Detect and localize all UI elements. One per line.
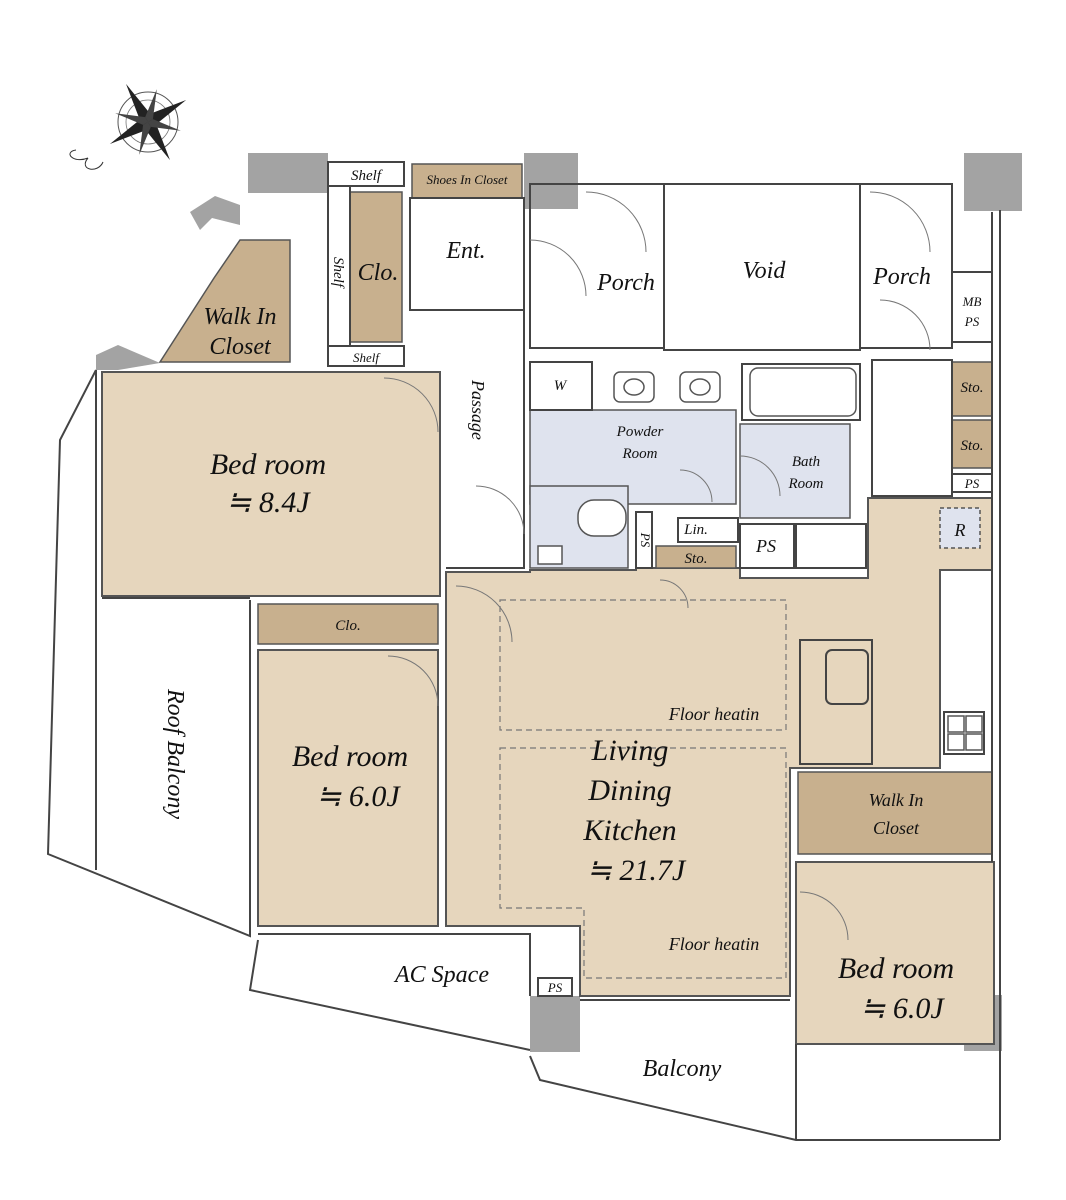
bedroom-w-size: ≒ 6.0J	[316, 780, 401, 813]
storage-3-label: Sto.	[685, 551, 708, 567]
shelf-side-label: Shelf	[330, 257, 346, 289]
door-swings	[383, 191, 931, 941]
bedroom-8-4-area	[101, 371, 441, 597]
porch-left-label: Porch	[596, 270, 655, 296]
closet-mid-label: Clo.	[335, 618, 360, 634]
ps-small-3-label: PS	[547, 980, 563, 995]
walk-in-closet-nw-line-2: Closet	[209, 334, 272, 360]
powder-room-line-2: Room	[622, 446, 658, 462]
shoes-in-closet-label: Shoes In Closet	[427, 172, 508, 187]
closet-top-label: Clo.	[358, 260, 399, 286]
shelf-top-label: Shelf	[351, 168, 383, 184]
ps-box-label: PS	[755, 536, 776, 556]
powder-room-line-1: Powder	[616, 424, 664, 440]
shelf-bottom-label: Shelf	[353, 350, 381, 365]
bedroom-6-0-west-area	[257, 649, 439, 927]
storage-1-label: Sto.	[961, 380, 984, 396]
balcony-label: Balcony	[643, 1056, 722, 1082]
linen-label: Lin.	[683, 522, 708, 538]
storage-2-label: Sto.	[961, 438, 984, 454]
fixtures	[537, 367, 983, 751]
passage-label: Passage	[468, 379, 488, 440]
roof-balcony-label: Roof Balcony	[162, 688, 188, 819]
void-label: Void	[743, 258, 787, 284]
walk-in-closet-nw-line-1: Walk In	[203, 304, 276, 330]
ldk-line-2: Dining	[587, 774, 671, 807]
walk-in-closet-e-area	[797, 771, 993, 855]
walk-in-closet-e-line-2: Closet	[873, 818, 920, 838]
storage-3-area	[655, 545, 737, 569]
bedroom-se-size: ≒ 6.0J	[860, 992, 945, 1025]
interior-walls	[46, 161, 1001, 1141]
ps-small-1-label: PS	[964, 476, 980, 491]
ldk-size: ≒ 21.7J	[587, 854, 687, 887]
bedroom-nw-size: ≒ 8.4J	[226, 486, 311, 519]
bedroom-se-name: Bed room	[838, 952, 954, 985]
washer-label: W	[554, 378, 568, 394]
bath-room-line-2: Room	[788, 476, 824, 492]
closet-top-area	[349, 191, 403, 343]
bedroom-w-name: Bed room	[292, 740, 408, 773]
refrigerator-area	[939, 507, 981, 549]
entrance-label: Ent.	[445, 238, 485, 264]
ac-space-label: AC Space	[393, 962, 489, 988]
refrigerator-label: R	[954, 520, 966, 540]
compass-rose-icon	[69, 83, 187, 170]
floor-heating-zones	[499, 599, 787, 979]
walk-in-closet-e-line-1: Walk In	[869, 790, 924, 810]
bath-room-area	[739, 423, 851, 519]
mb-ps-line-2: PS	[964, 314, 980, 329]
labels: Bed room ≒ 8.4J Bed room ≒ 6.0J Bed room…	[162, 168, 983, 1082]
ps-small-2-label: PS	[638, 532, 653, 548]
bedroom-6-0-east-area	[795, 861, 995, 1045]
walk-in-closet-nw-area	[158, 239, 291, 363]
shoes-closet-area	[411, 163, 523, 199]
floor-heating-2-label: Floor heatin	[668, 934, 760, 954]
closet-fills	[158, 163, 993, 855]
bath-room-line-1: Bath	[792, 454, 820, 470]
room-fills	[101, 371, 995, 1045]
closet-mid-area	[257, 603, 439, 645]
porch-right-label: Porch	[872, 264, 931, 290]
ldk-line-1: Living	[591, 734, 669, 767]
ldk-line-3: Kitchen	[582, 814, 676, 847]
bedroom-nw-name: Bed room	[210, 448, 326, 481]
mb-ps-line-1: MB	[962, 294, 982, 309]
floor-heating-1-label: Floor heatin	[668, 704, 760, 724]
